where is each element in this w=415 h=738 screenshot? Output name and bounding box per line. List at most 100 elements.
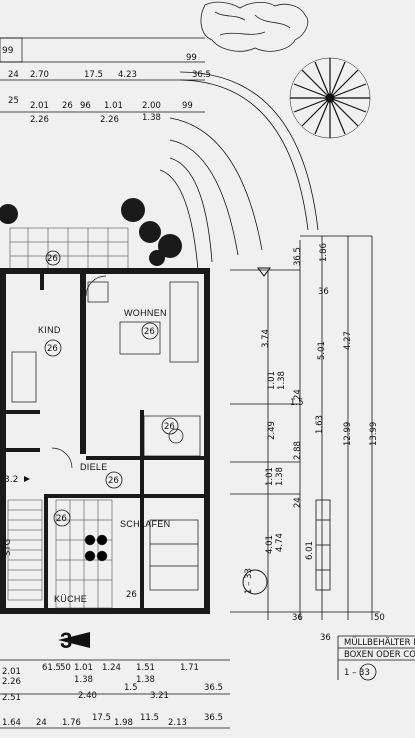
svg-text:50: 50 — [374, 613, 385, 623]
svg-text:17.5: 17.5 — [92, 713, 111, 723]
svg-text:1.76: 1.76 — [62, 718, 81, 728]
reference-marker — [242, 569, 268, 595]
svg-text:1.01: 1.01 — [267, 371, 277, 390]
svg-text:1.38: 1.38 — [136, 675, 155, 685]
svg-text:1.38: 1.38 — [74, 675, 93, 685]
svg-text:36: 36 — [292, 613, 303, 623]
svg-text:11.5: 11.5 — [140, 713, 159, 723]
svg-text:3.74: 3.74 — [261, 329, 271, 348]
svg-text:MÜLLBEHÄLTER IN GES: MÜLLBEHÄLTER IN GES — [344, 637, 415, 648]
stair — [7, 499, 43, 601]
room-kueche-code: 26 — [56, 514, 67, 524]
svg-text:99: 99 — [182, 101, 193, 111]
svg-text:1.38: 1.38 — [142, 113, 161, 123]
svg-text:1.01: 1.01 — [265, 467, 275, 486]
svg-text:24: 24 — [36, 718, 47, 728]
svg-text:4.01: 4.01 — [265, 535, 275, 554]
svg-text:61.5: 61.5 — [42, 663, 61, 673]
right-dimensions: 3.74 1.01 1.38 2.49 1.01 1.38 4.01 4.74 … — [261, 243, 385, 643]
svg-text:1.64: 1.64 — [2, 718, 21, 728]
svg-text:1 – 33: 1 – 33 — [344, 668, 370, 678]
room-wohnen-label: WOHNEN — [124, 308, 167, 318]
room-kueche-badge — [53, 509, 71, 527]
shrub-cluster — [0, 198, 182, 266]
top-99-label: 99 — [186, 53, 197, 63]
tree-symbol — [289, 57, 371, 139]
section-marker: 3 — [60, 628, 72, 653]
svg-text:1.5: 1.5 — [290, 398, 304, 408]
svg-text:2.00: 2.00 — [142, 101, 161, 111]
right-dim-lines — [230, 235, 380, 620]
svg-text:4.27: 4.27 — [343, 331, 353, 350]
svg-text:4.23: 4.23 — [118, 70, 137, 80]
svg-text:2.40: 2.40 — [78, 691, 97, 701]
room-wohnen-code: 26 — [144, 327, 155, 337]
top-dimensions: 24 2.70 17.5 4.23 36.5 25 2.01 26 96 1.0… — [0, 70, 211, 125]
svg-text:2.26: 2.26 — [2, 677, 21, 687]
svg-text:1.63: 1.63 — [315, 415, 325, 434]
svg-text:13.99: 13.99 — [369, 422, 379, 446]
svg-text:1.5: 1.5 — [124, 683, 138, 693]
svg-text:1.01: 1.01 — [74, 663, 93, 673]
room-schlafen-code: 26 — [126, 590, 137, 600]
level-marker-icon — [257, 267, 271, 277]
svg-text:36: 36 — [320, 633, 331, 643]
terrace-badge — [45, 250, 61, 266]
room-diele-label: DIELE — [80, 462, 108, 472]
svg-text:2.51: 2.51 — [2, 693, 21, 703]
svg-text:2.26: 2.26 — [100, 115, 119, 125]
bath-badge — [161, 417, 179, 435]
svg-text:36.5: 36.5 — [293, 247, 303, 266]
stair-label: STG — [3, 539, 13, 556]
room-kind-code: 26 — [47, 344, 58, 354]
svg-text:12.99: 12.99 — [343, 422, 353, 446]
furniture — [11, 275, 201, 591]
svg-text:2.26: 2.26 — [30, 115, 49, 125]
walls — [0, 268, 210, 614]
svg-text:1.38: 1.38 — [277, 371, 287, 390]
svg-text:1.86: 1.86 — [319, 243, 329, 262]
svg-text:17.5: 17.5 — [84, 70, 103, 80]
terrace-code: 26 — [47, 254, 58, 264]
svg-text:36.5: 36.5 — [204, 683, 223, 693]
room-diele-code: 26 — [108, 476, 119, 486]
svg-text:1.38: 1.38 — [275, 467, 285, 486]
svg-text:2.70: 2.70 — [30, 70, 49, 80]
room-kind-badge — [44, 339, 62, 357]
svg-text:24: 24 — [8, 70, 19, 80]
bottom-dimensions: 2.01 61.5 50 1.01 1.24 1.51 1.71 2.26 1.… — [0, 659, 230, 729]
room-kueche-label: KÜCHE — [54, 594, 87, 604]
svg-text:4.74: 4.74 — [275, 533, 285, 552]
shrub-outline — [200, 1, 309, 52]
svg-text:1.51: 1.51 — [136, 663, 155, 673]
svg-text:25: 25 — [8, 96, 19, 106]
svg-text:24: 24 — [293, 497, 303, 508]
bath-code: 26 — [164, 422, 175, 432]
svg-text:3.21: 3.21 — [150, 691, 169, 701]
svg-text:1.71: 1.71 — [180, 663, 199, 673]
reference-marker-text: 1 – 33 — [244, 568, 254, 594]
left-edge-32: 3.2 — [4, 475, 18, 485]
svg-text:36.5: 36.5 — [204, 713, 223, 723]
svg-text:24: 24 — [293, 389, 303, 400]
left-edge-99: 99 — [2, 46, 14, 56]
svg-text:1.98: 1.98 — [114, 718, 133, 728]
svg-text:1.01: 1.01 — [104, 101, 123, 111]
svg-text:26: 26 — [62, 101, 73, 111]
room-schlafen-label: SCHLAFEN — [120, 519, 170, 529]
svg-text:5.01: 5.01 — [317, 341, 327, 360]
note-box: MÜLLBEHÄLTER IN GES BOXEN ODER CONTAIN 1… — [337, 635, 415, 681]
section-arrow-icon — [58, 632, 90, 648]
svg-text:BOXEN ODER CONTAIN: BOXEN ODER CONTAIN — [344, 650, 415, 660]
svg-text:36.5: 36.5 — [192, 70, 211, 80]
svg-text:50: 50 — [60, 663, 71, 673]
svg-text:2.49: 2.49 — [267, 421, 277, 440]
svg-text:2.13: 2.13 — [168, 718, 187, 728]
svg-text:2.01: 2.01 — [2, 667, 21, 677]
svg-text:1.24: 1.24 — [102, 663, 121, 673]
room-kind-label: KIND — [38, 325, 61, 335]
room-wohnen-badge — [141, 322, 159, 340]
svg-text:2.88: 2.88 — [293, 441, 303, 460]
arrow-icon — [24, 476, 30, 482]
